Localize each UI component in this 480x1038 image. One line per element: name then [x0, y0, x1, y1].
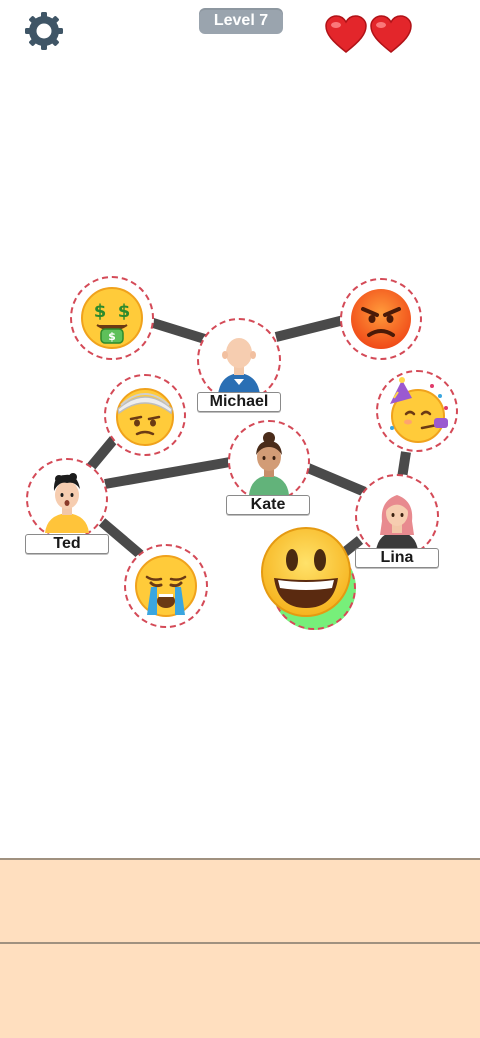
person-node-kate[interactable]	[228, 420, 310, 502]
settings-button[interactable]	[23, 10, 65, 52]
person-name-lina: Lina	[355, 548, 439, 568]
link-ted-kate	[104, 457, 231, 489]
gear-icon	[25, 12, 63, 50]
head-bandage-face-icon	[116, 388, 174, 446]
man-surprised-avatar	[45, 473, 89, 533]
lives-indicator	[322, 14, 414, 58]
partying-face-icon	[390, 377, 448, 443]
angry-face-icon	[351, 289, 411, 349]
money-mouth-face-icon: $ $ $	[81, 287, 143, 349]
level-badge: Level 7	[199, 8, 283, 34]
emoji-slot-party[interactable]	[376, 370, 458, 452]
emoji-slot-angry[interactable]	[340, 278, 422, 360]
person-name-michael: Michael	[197, 392, 281, 412]
link-money-michael	[148, 317, 210, 345]
svg-text:$: $	[118, 301, 131, 322]
person-name-ted: Ted	[25, 534, 109, 554]
woman-pink-hair-avatar	[376, 495, 418, 551]
woman-bun-avatar	[249, 432, 289, 495]
emoji-slot-money[interactable]: $ $ $	[70, 276, 154, 360]
grinning-face-icon	[261, 527, 351, 617]
person-name-kate: Kate	[226, 495, 310, 515]
emoji-slot-bandage[interactable]	[104, 374, 186, 456]
link-michael-angry	[274, 315, 346, 342]
draggable-emoji[interactable]	[258, 524, 354, 620]
person-node-michael[interactable]	[197, 318, 281, 402]
emoji-tray	[0, 858, 480, 1038]
emoji-slot-crying[interactable]	[124, 544, 208, 628]
heart-icon	[325, 15, 367, 53]
loudly-crying-face-icon	[135, 555, 197, 617]
svg-text:$: $	[94, 301, 107, 322]
tray-divider	[0, 942, 480, 944]
heart-icon	[370, 15, 412, 53]
bald-man-avatar	[218, 338, 260, 395]
person-node-lina[interactable]	[355, 474, 439, 558]
svg-text:$: $	[108, 330, 116, 343]
link-bandage-ted	[86, 434, 119, 472]
link-kate-lina	[306, 463, 367, 497]
person-node-ted[interactable]	[26, 458, 108, 540]
